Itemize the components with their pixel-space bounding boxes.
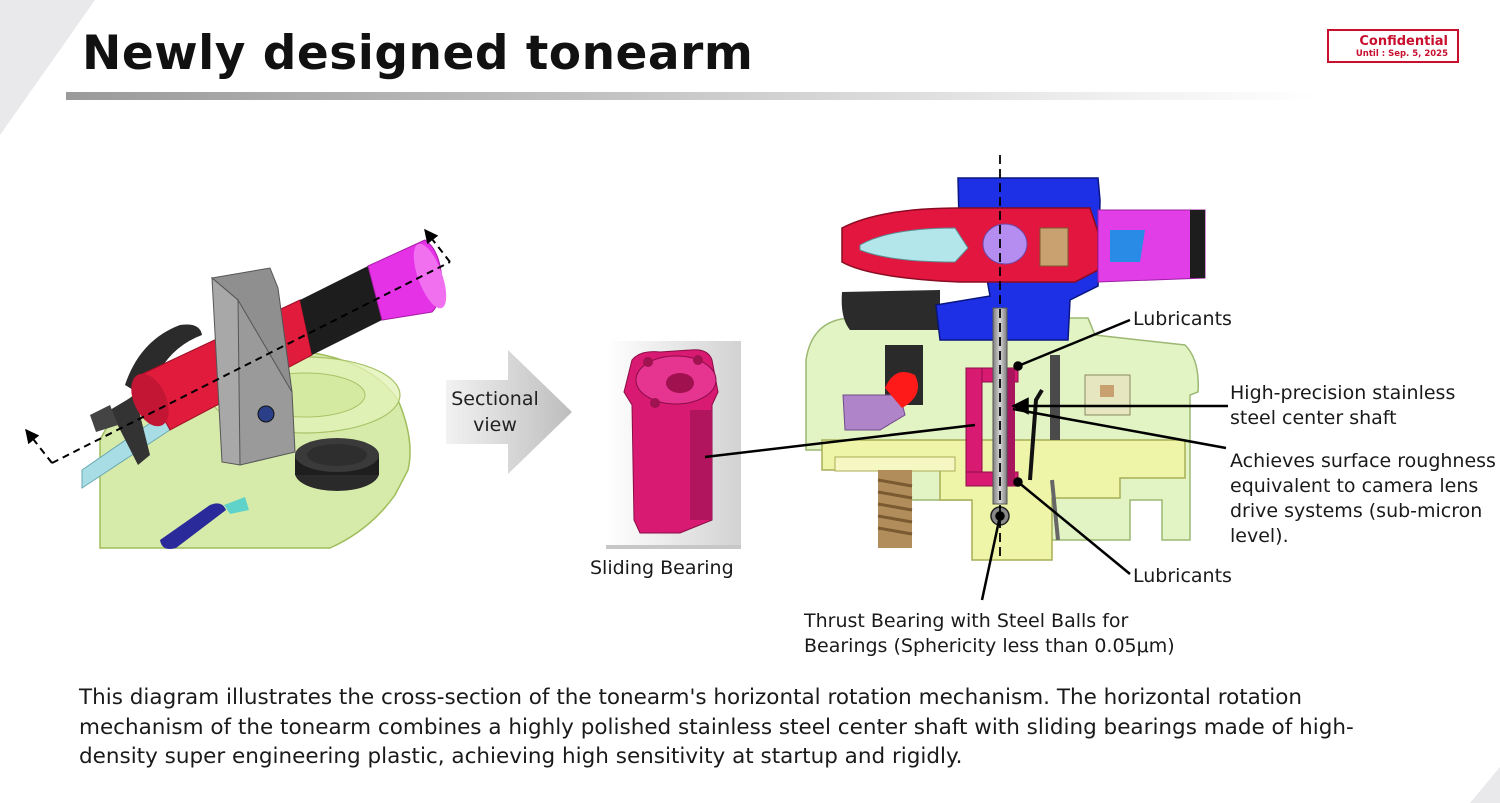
callout-center-shaft-line-1: High-precision stainless xyxy=(1230,382,1456,404)
sectional-view-line-2: view xyxy=(473,414,517,436)
callout-surface-roughness: Achieves surface roughness equivalent to… xyxy=(1230,449,1496,549)
callout-roughness-line-3: drive systems (sub-micron xyxy=(1230,500,1483,522)
cross-section-illustration xyxy=(805,155,1206,561)
callout-thrust-line-1: Thrust Bearing with Steel Balls for xyxy=(804,610,1129,632)
callout-thrust-line-2: Bearings (Sphericity less than 0.05μm) xyxy=(804,635,1175,657)
confidential-label: Confidential xyxy=(1359,34,1448,49)
slide-title: Newly designed tonearm xyxy=(82,26,754,81)
leader-lines xyxy=(704,318,1228,601)
confidential-until: Until : Sep. 5, 2025 xyxy=(1355,49,1448,59)
corner-decoration xyxy=(0,0,95,135)
callout-roughness-line-1: Achieves surface roughness xyxy=(1230,450,1496,472)
tonearm-3d-illustration xyxy=(25,228,451,549)
callout-center-shaft: High-precision stainless steel center sh… xyxy=(1230,381,1455,431)
slide-description: This diagram illustrates the cross-secti… xyxy=(79,685,1354,769)
sectional-view-arrow xyxy=(446,350,572,474)
callout-roughness-line-4: level). xyxy=(1230,525,1289,547)
callout-center-shaft-line-2: steel center shaft xyxy=(1230,407,1397,429)
title-underline xyxy=(66,92,1316,100)
callout-lubricants-top: Lubricants xyxy=(1133,308,1232,330)
callout-roughness-line-2: equivalent to camera lens xyxy=(1230,475,1479,497)
corner-decoration xyxy=(1470,767,1500,803)
callout-thrust-bearing: Thrust Bearing with Steel Balls for Bear… xyxy=(804,609,1175,659)
sectional-view-line-1: Sectional xyxy=(451,388,539,410)
sectional-view-label: Sectional view xyxy=(438,386,552,438)
confidential-badge: Confidential Until : Sep. 5, 2025 xyxy=(1327,29,1459,63)
sliding-bearing-illustration xyxy=(606,341,741,549)
callout-lubricants-bottom: Lubricants xyxy=(1133,565,1232,587)
sliding-bearing-caption: Sliding Bearing xyxy=(590,557,734,579)
